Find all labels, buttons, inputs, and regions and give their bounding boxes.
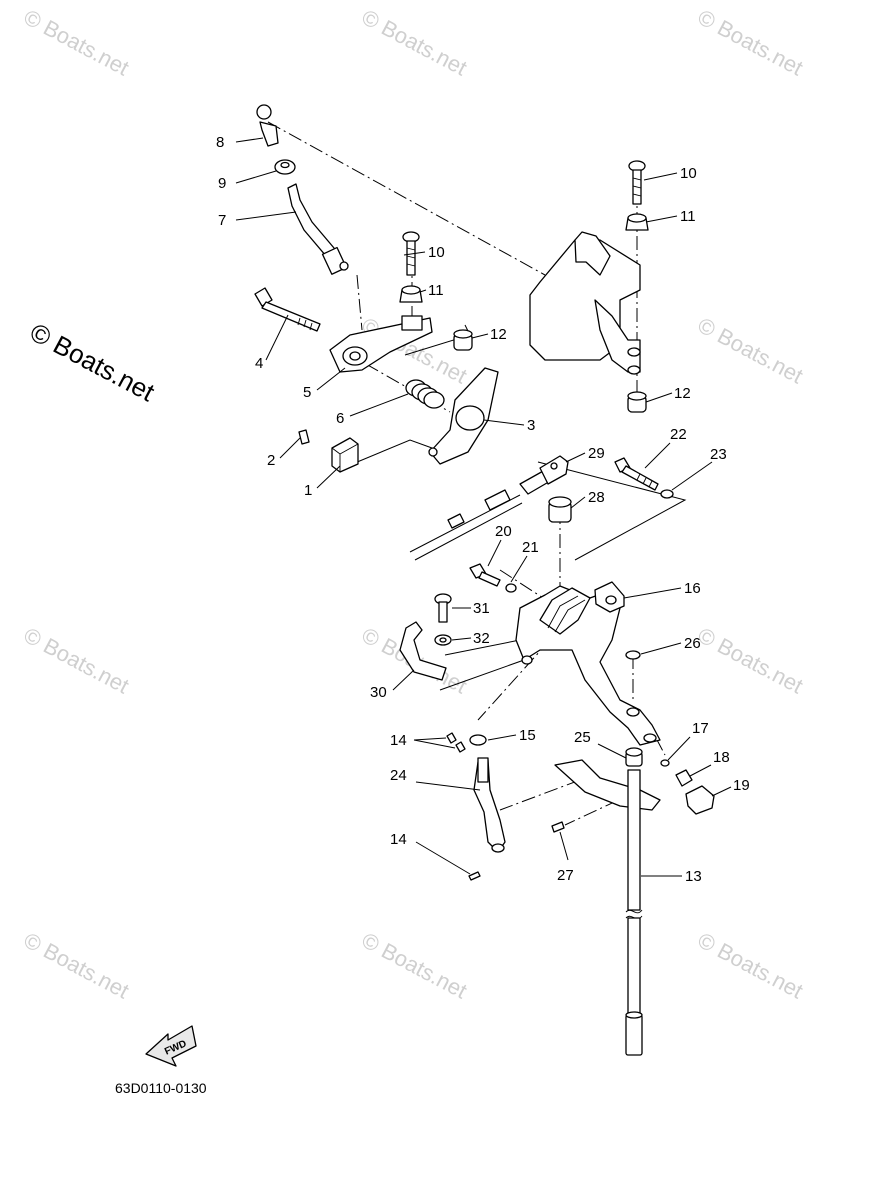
watermark: © Boats.net bbox=[694, 4, 808, 80]
part-19-plug bbox=[685, 785, 715, 815]
part-32-washer bbox=[434, 634, 452, 646]
callout-labels: 8 9 7 10 11 12 4 5 6 3 2 1 10 11 12 22 2… bbox=[216, 134, 750, 885]
part-14-pins bbox=[446, 732, 481, 881]
watermark: © Boats.net bbox=[358, 4, 472, 80]
callout-18: 18 bbox=[713, 749, 730, 766]
callout-3: 3 bbox=[527, 417, 535, 434]
callout-7: 7 bbox=[218, 212, 226, 229]
part-29-joint bbox=[539, 455, 569, 485]
callout-10-right: 10 bbox=[680, 165, 697, 182]
callout-1: 1 bbox=[304, 482, 312, 499]
part-24-lever bbox=[473, 757, 506, 853]
callout-20: 20 bbox=[495, 523, 512, 540]
housing-bracket bbox=[529, 231, 641, 375]
part-12-collar-right bbox=[627, 391, 647, 413]
watermark: © Boats.net bbox=[694, 312, 808, 388]
callout-5: 5 bbox=[303, 384, 311, 401]
callout-14-lower: 14 bbox=[390, 831, 407, 848]
leader-lines bbox=[235, 137, 732, 877]
callout-31: 31 bbox=[473, 600, 490, 617]
part-12-collar bbox=[453, 329, 473, 351]
part-25-bushing bbox=[625, 747, 643, 767]
part-8-cable-end bbox=[256, 104, 279, 147]
callout-21: 21 bbox=[522, 539, 539, 556]
callout-22: 22 bbox=[670, 426, 687, 443]
watermark: © Boats.net bbox=[20, 4, 134, 80]
copyright-text: © Boats.net bbox=[25, 317, 160, 408]
callout-26: 26 bbox=[684, 635, 701, 652]
part-3-throttle-cam bbox=[428, 367, 499, 465]
callout-11: 11 bbox=[428, 282, 444, 299]
callout-4: 4 bbox=[255, 355, 263, 372]
part-21-washer bbox=[505, 583, 517, 593]
part-2-pin bbox=[298, 429, 310, 445]
watermark: © Boats.net bbox=[20, 622, 134, 698]
callout-25: 25 bbox=[574, 729, 591, 746]
part-28-collar bbox=[548, 496, 572, 523]
part-11-nut-right bbox=[625, 213, 649, 231]
diagram-part-code: 63D0110-0130 bbox=[115, 1080, 207, 1096]
callout-27: 27 bbox=[557, 867, 574, 884]
part-23-washer bbox=[660, 489, 674, 499]
callout-17: 17 bbox=[692, 720, 709, 737]
part-17-washer bbox=[660, 759, 670, 767]
part-4-bolt bbox=[254, 287, 321, 332]
callout-29: 29 bbox=[588, 445, 605, 462]
part-31-bolt bbox=[434, 593, 452, 623]
callout-11-right: 11 bbox=[680, 208, 696, 225]
part-30-clamp bbox=[399, 621, 447, 681]
callout-23: 23 bbox=[710, 446, 727, 463]
part-7-link-rod bbox=[287, 183, 349, 275]
watermark: © Boats.net bbox=[20, 927, 134, 1003]
callout-10: 10 bbox=[428, 244, 445, 261]
callout-15: 15 bbox=[519, 727, 536, 744]
callout-2: 2 bbox=[267, 452, 275, 469]
callout-30: 30 bbox=[370, 684, 387, 701]
watermark-layer: © Boats.net © Boats.net © Boats.net © Bo… bbox=[20, 4, 808, 1003]
part-27-pin bbox=[551, 821, 565, 833]
callout-32: 32 bbox=[473, 630, 490, 647]
callout-16: 16 bbox=[684, 580, 701, 597]
fwd-arrow-icon: FWD bbox=[145, 1025, 197, 1067]
callout-19: 19 bbox=[733, 777, 750, 794]
part-10-screw-right bbox=[628, 160, 646, 205]
part-1-block bbox=[331, 437, 359, 473]
watermark: © Boats.net bbox=[358, 927, 472, 1003]
part-5-lever bbox=[329, 315, 433, 373]
callout-12-right: 12 bbox=[674, 385, 691, 402]
part-11-nut bbox=[399, 285, 423, 303]
callout-9: 9 bbox=[218, 175, 226, 192]
callout-14: 14 bbox=[390, 732, 407, 749]
callout-8: 8 bbox=[216, 134, 224, 151]
watermark: © Boats.net bbox=[694, 927, 808, 1003]
callout-28: 28 bbox=[588, 489, 605, 506]
part-9-washer bbox=[274, 159, 296, 175]
part-16-shift-lever bbox=[515, 581, 661, 746]
part-22-bolt bbox=[614, 457, 659, 491]
part-6-spring bbox=[405, 379, 445, 409]
callout-12: 12 bbox=[490, 326, 507, 343]
part-15-washer bbox=[469, 734, 487, 746]
part-20-bolt bbox=[469, 563, 501, 587]
callout-24: 24 bbox=[390, 767, 407, 784]
watermark: © Boats.net bbox=[694, 622, 808, 698]
part-13-shift-rod bbox=[554, 759, 661, 1056]
part-18-spring bbox=[675, 769, 693, 787]
callout-13: 13 bbox=[685, 868, 702, 885]
callout-6: 6 bbox=[336, 410, 344, 427]
part-10-screw bbox=[402, 231, 420, 276]
part-26-washer bbox=[625, 650, 641, 660]
